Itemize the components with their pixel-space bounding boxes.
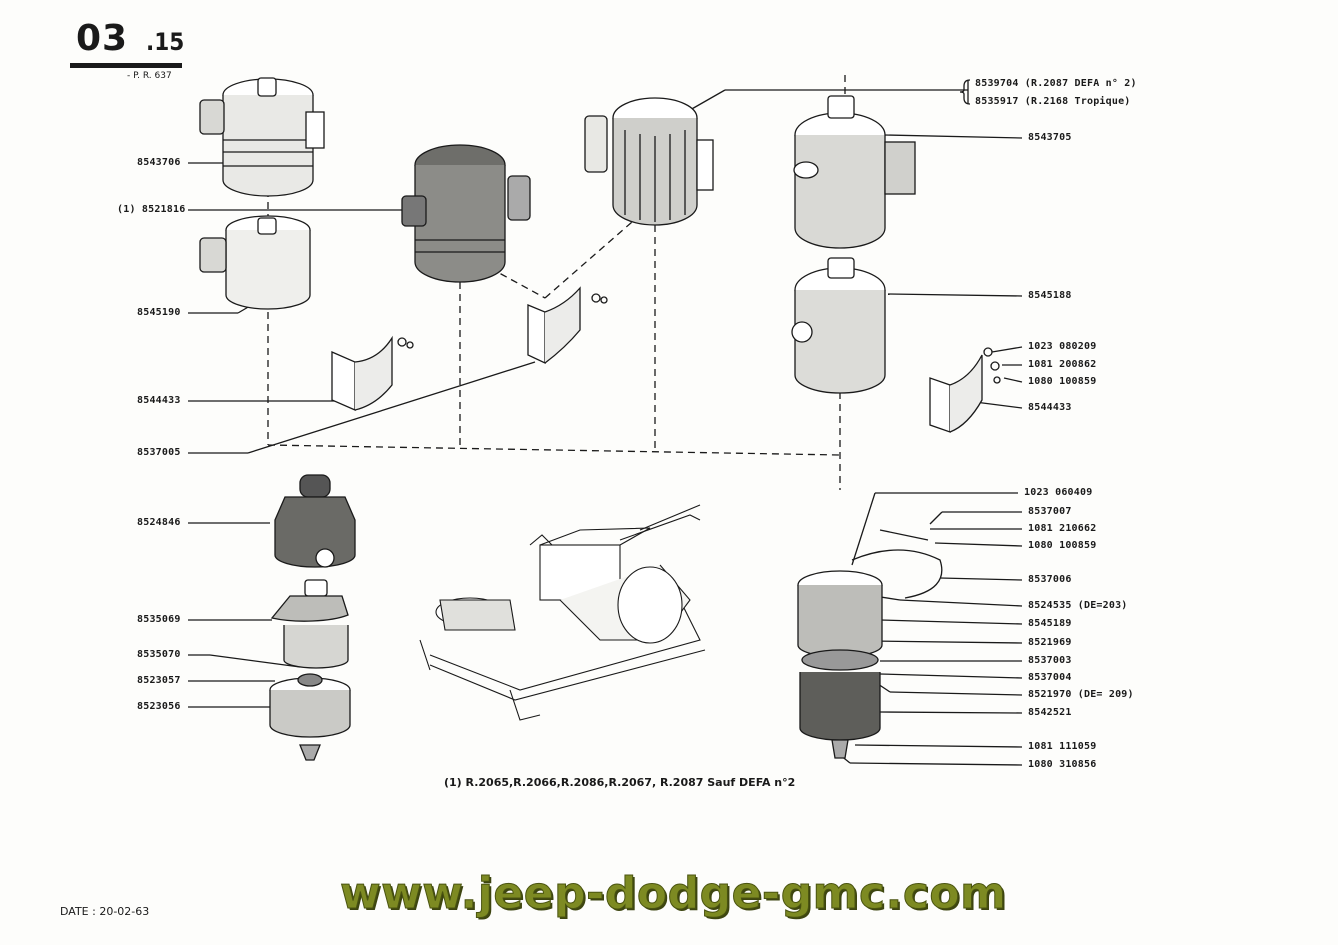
- label-8523056: 8523056: [137, 701, 181, 712]
- page-reference: - P. R. 637: [127, 71, 172, 81]
- filter-8535069-stack: [269, 579, 351, 761]
- label-8524535: 8524535 (DE=203): [1028, 600, 1128, 611]
- label-8545190: 8545190: [137, 307, 181, 318]
- label-1080310856: 1080 310856: [1028, 759, 1097, 770]
- filter-8539704: [584, 97, 714, 226]
- label-1023060409: 1023 060409: [1024, 487, 1093, 498]
- label-8521969: 8521969: [1028, 637, 1072, 648]
- date-stamp: DATE : 20-02-63: [60, 905, 150, 918]
- label-8537005: 8537005: [137, 447, 181, 458]
- vehicle-chassis-sketch: [419, 504, 706, 721]
- label-1023080209: 1023 080209: [1028, 341, 1097, 352]
- filter-8521816: [401, 144, 531, 283]
- assembly-dash-lines: [267, 75, 846, 490]
- bracket-8537005: [527, 286, 608, 365]
- label-8543706: 8543706: [137, 157, 181, 168]
- label-8544433-left: 8544433: [137, 395, 181, 406]
- label-8537006: 8537006: [1028, 574, 1072, 585]
- leader-lines-left: [188, 162, 536, 708]
- label-8545189: 8545189: [1028, 618, 1072, 629]
- filter-8524535-stack: [797, 529, 943, 759]
- filter-8543705: [793, 95, 916, 249]
- label-1080100859-a: 1080 100859: [1028, 376, 1097, 387]
- label-1081111059: 1081 111059: [1028, 741, 1097, 752]
- filter-8545190: [199, 215, 311, 310]
- bracket-8544433-right: [929, 347, 1001, 433]
- section-number: 03: [76, 18, 129, 59]
- label-8539704: 8539704 (R.2087 DEFA n° 2): [975, 78, 1137, 89]
- label-8521970: 8521970 (DE= 209): [1028, 689, 1134, 700]
- section-subnumber: .15: [146, 28, 185, 56]
- label-8523057: 8523057: [137, 675, 181, 686]
- label-1081210662: 1081 210662: [1028, 523, 1097, 534]
- label-8544433-right: 8544433: [1028, 402, 1072, 413]
- label-8535069: 8535069: [137, 614, 181, 625]
- label-8543705: 8543705: [1028, 132, 1072, 143]
- label-8537003: 8537003: [1028, 655, 1072, 666]
- label-1080100859-b: 1080 100859: [1028, 540, 1097, 551]
- filter-8543706: [199, 77, 325, 197]
- filter-8545188: [791, 257, 886, 394]
- label-8537007: 8537007: [1028, 506, 1072, 517]
- watermark-url: www.jeep-dodge-gmc.com: [340, 868, 1007, 920]
- label-1081200862: 1081 200862: [1028, 359, 1097, 370]
- filter-8524846: [274, 474, 356, 568]
- label-8535070: 8535070: [137, 649, 181, 660]
- label-8521816: (1) 8521816: [117, 204, 186, 215]
- label-8542521: 8542521: [1028, 707, 1072, 718]
- footnote: (1) R.2065,R.2066,R.2086,R.2067, R.2087 …: [444, 776, 796, 789]
- label-8545188: 8545188: [1028, 290, 1072, 301]
- label-8535917: 8535917 (R.2168 Tropique): [975, 96, 1131, 107]
- label-8537004: 8537004: [1028, 672, 1072, 683]
- label-8524846: 8524846: [137, 517, 181, 528]
- leader-lines-right: [689, 80, 1023, 766]
- bracket-8544433-left: [331, 335, 414, 411]
- header-underline: [70, 63, 182, 68]
